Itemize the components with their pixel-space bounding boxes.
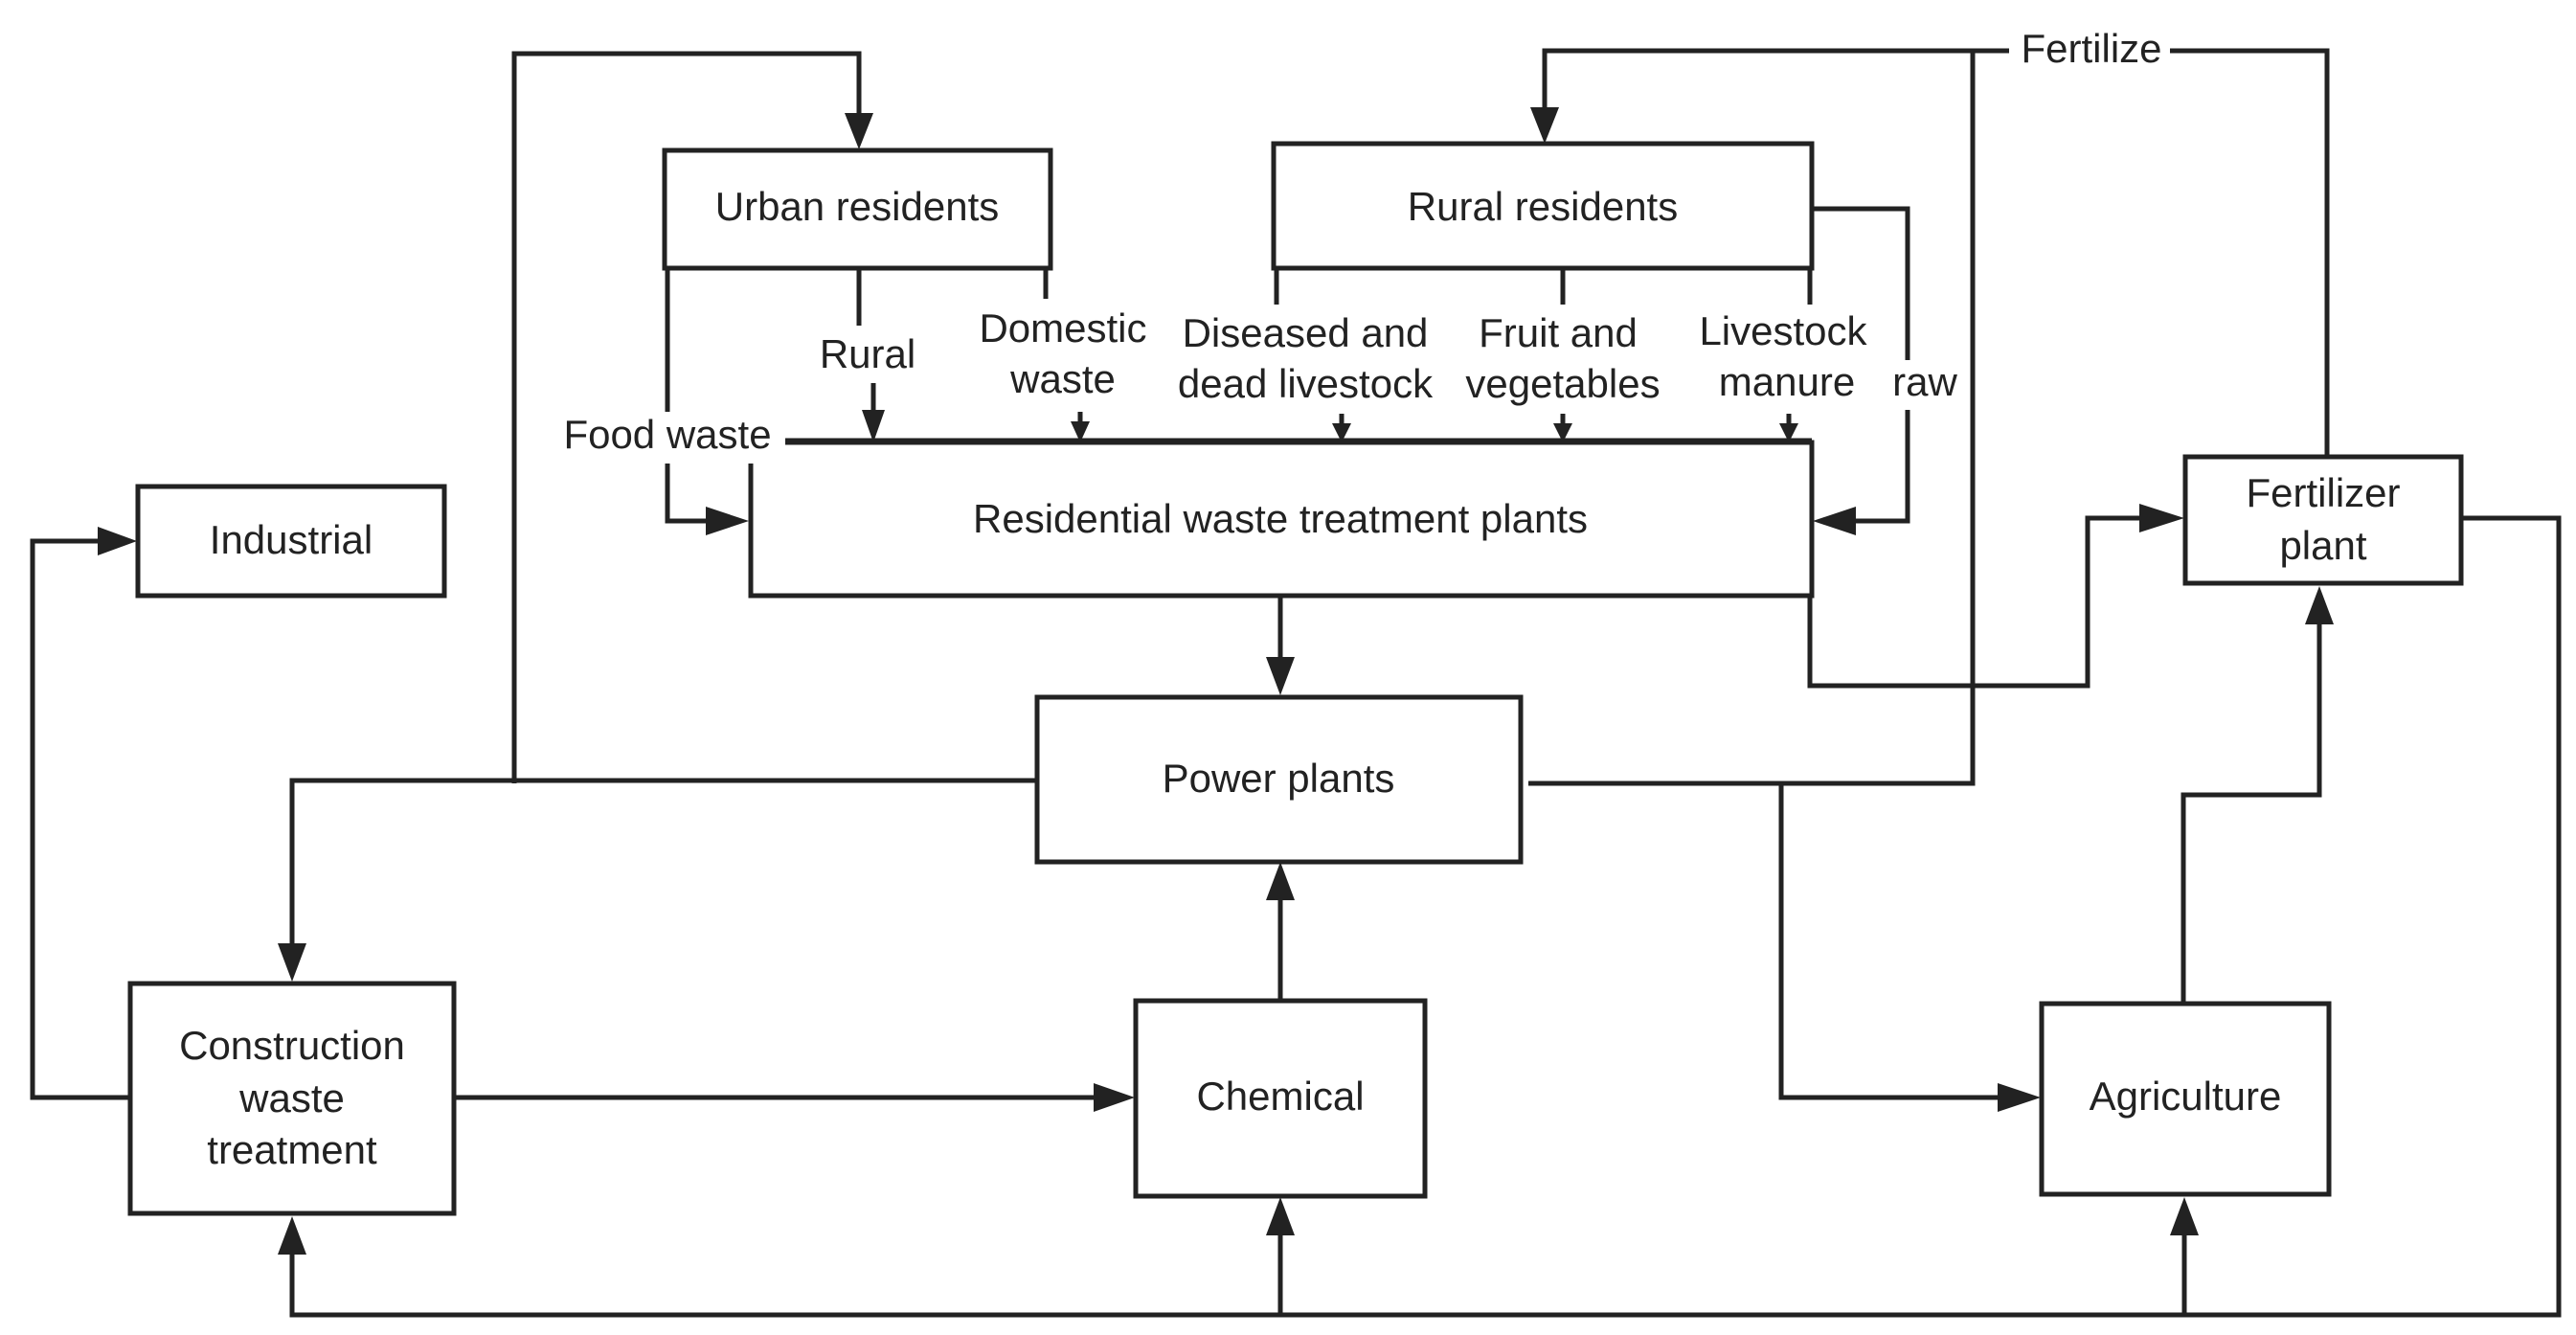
node-label: Power plants [1163, 756, 1395, 801]
arrow-into-power-bottom [1266, 862, 1295, 900]
node-label: Chemical [1196, 1074, 1364, 1119]
arrow-manure [1779, 423, 1798, 442]
label-rural: Rural [820, 331, 915, 376]
node-label-line2: plant [2279, 523, 2366, 568]
label-domestic-waste-line2: waste [1009, 356, 1116, 401]
arrow-into-industrial [98, 527, 137, 555]
arrow-into-power-top [1266, 657, 1295, 695]
edge-agriculture-to-fertilizer [2181, 621, 2322, 1004]
node-residential-waste: Residential waste treatment plants [748, 440, 1815, 599]
label-diseased-line2: dead livestock [1178, 361, 1434, 406]
edge-fertilizer-bottom-loop [289, 515, 2562, 1318]
arrow-food-waste [706, 507, 749, 535]
edge-power-to-agriculture [1778, 783, 2001, 1100]
label-fertilize: Fertilize [2021, 26, 2161, 71]
node-label: Urban residents [715, 184, 999, 229]
label-domestic-waste-line1: Domestic [979, 305, 1146, 351]
edge-fertilizer-to-top [1973, 48, 2330, 457]
node-power-plants: Power plants [1034, 694, 1524, 865]
arrow-rural [862, 410, 885, 442]
nodes: Urban residents Rural residents Industri… [127, 141, 2464, 1216]
node-label: Industrial [210, 517, 373, 562]
label-food-waste: Food waste [563, 412, 771, 457]
arrow-into-chemical-left [1094, 1083, 1135, 1112]
node-agriculture: Agriculture [2039, 1001, 2332, 1197]
node-urban-residents: Urban residents [662, 147, 1053, 271]
arrow-into-construction-bottom [278, 1216, 306, 1255]
node-label-line1: Fertilizer [2246, 470, 2400, 515]
arrow-domestic [1071, 421, 1090, 442]
arrow-into-agriculture-bottom [2170, 1197, 2199, 1235]
label-raw: raw [1892, 359, 1957, 404]
node-construction-waste: Construction waste treatment [127, 981, 457, 1216]
node-industrial: Industrial [135, 484, 447, 599]
label-fruit-line1: Fruit and [1479, 310, 1638, 355]
edge-residential-to-fertilizer [1807, 515, 2145, 689]
edge-construction-to-industrial [30, 538, 130, 1100]
arrow-into-agriculture-left [1998, 1083, 2041, 1112]
node-label-line2: waste [238, 1075, 345, 1120]
node-fertilizer-plant: Fertilizer plant [2182, 454, 2464, 586]
label-manure-line1: Livestock [1699, 308, 1867, 353]
edge-urban-food-waste [665, 268, 713, 524]
arrow-into-chemical-bottom [1266, 1197, 1295, 1235]
label-diseased-line1: Diseased and [1183, 310, 1429, 355]
node-chemical: Chemical [1133, 998, 1428, 1199]
edge-labels: Fertilize Rural Domestic waste Diseased … [551, 26, 2170, 464]
arrow-into-fertilizer-left [2139, 504, 2184, 532]
node-label-line3: treatment [207, 1127, 377, 1172]
arrow-diseased [1332, 423, 1351, 442]
arrow-into-fertilizer-bottom [2305, 586, 2334, 624]
edge-power-to-construction [289, 778, 1036, 948]
arrow-raw [1813, 507, 1856, 535]
arrow-into-construction-top [278, 943, 306, 982]
arrow-into-urban [845, 113, 873, 149]
arrow-fruit [1553, 423, 1572, 442]
label-manure-line2: manure [1719, 359, 1855, 404]
label-fruit-line2: vegetables [1465, 361, 1660, 406]
node-label: Rural residents [1408, 184, 1678, 229]
node-label-line1: Construction [179, 1023, 405, 1068]
arrow-into-rural [1530, 107, 1559, 144]
node-label: Agriculture [2090, 1074, 2282, 1119]
node-rural-residents: Rural residents [1271, 141, 1815, 271]
edge-power-to-urban [511, 51, 862, 783]
node-label: Residential waste treatment plants [973, 496, 1588, 541]
